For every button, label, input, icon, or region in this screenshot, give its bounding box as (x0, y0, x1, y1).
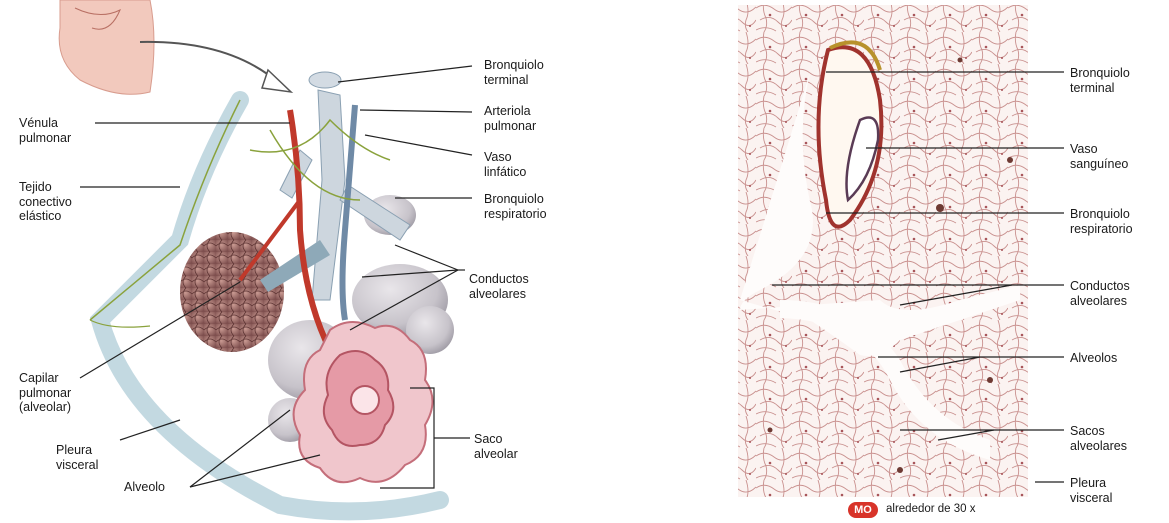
label-micro-bronquiolo-respiratorio: Bronquiolo respiratorio (1070, 207, 1133, 236)
left-illustration (58, 0, 473, 521)
label-micro-sacos-alveolares: Sacos alveolares (1070, 424, 1127, 453)
label-pleura-visceral-left: Pleura visceral (56, 443, 99, 472)
label-capilar-pulmonar: Capilar pulmonar (alveolar) (19, 371, 72, 414)
label-alveolo: Alveolo (124, 480, 165, 494)
right-leader-lines (772, 71, 1064, 483)
label-venula-pulmonar: Vénula pulmonar (19, 116, 72, 145)
label-conductos-alveolares: Conductos alveolares (469, 272, 529, 301)
label-micro-pleura-visceral: Pleura visceral (1070, 476, 1113, 505)
micrograph-vessel (845, 116, 880, 203)
micrograph (738, 5, 1064, 497)
label-micro-bronquiolo-terminal: Bronquiolo terminal (1070, 66, 1130, 95)
label-micro-alveolos: Alveolos (1070, 351, 1118, 365)
left-leader-lines (79, 65, 473, 489)
label-tejido-conectivo: Tejido conectivo elástico (19, 180, 72, 223)
label-arteriola-pulmonar: Arteriola pulmonar (484, 104, 537, 133)
label-bronquiolo-respiratorio: Bronquiolo respiratorio (484, 192, 547, 221)
label-saco-alveolar: Saco alveolar (474, 432, 518, 461)
zoom-arrow (139, 40, 281, 85)
magnification-badge: MO (848, 502, 878, 518)
capillary-cluster (180, 232, 284, 352)
micrograph-bronchiole (816, 45, 884, 229)
pleura-band (89, 91, 449, 521)
label-micro-vaso-sanguineo: Vaso sanguíneo (1070, 142, 1129, 171)
magnification-text: alrededor de 30 x (886, 503, 976, 515)
label-vaso-linfatico: Vaso linfático (484, 150, 527, 179)
label-micro-conductos-alveolares: Conductos alveolares (1070, 279, 1130, 308)
label-bronquiolo-terminal: Bronquiolo terminal (484, 58, 544, 87)
lung-thumbnail (58, 0, 155, 95)
